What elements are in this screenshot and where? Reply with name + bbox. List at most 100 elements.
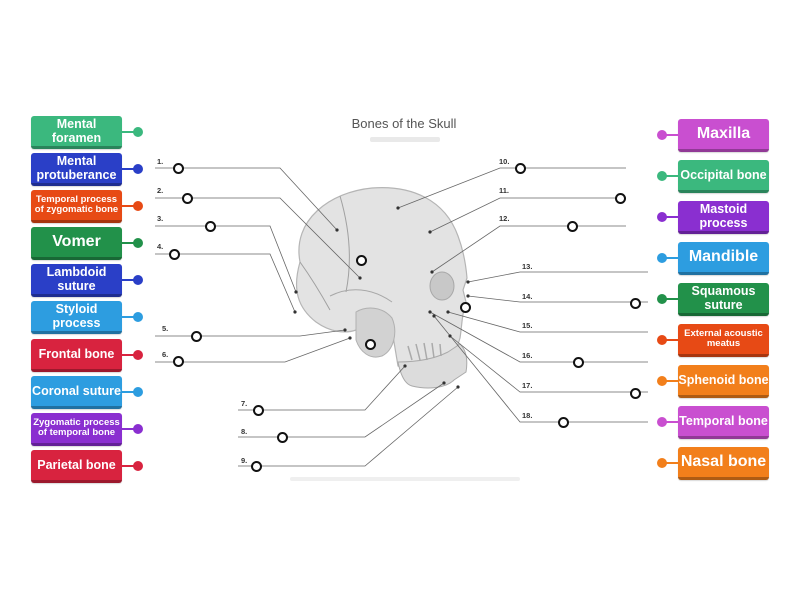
tile-connector <box>665 462 679 464</box>
tile-handle[interactable] <box>657 130 667 140</box>
number-16: 16. <box>522 351 533 360</box>
tile-connector <box>122 428 136 430</box>
tile-handle[interactable] <box>133 201 143 211</box>
tile-coronal-suture[interactable]: Coronal suture <box>31 376 122 409</box>
drop-target-6[interactable] <box>173 356 184 367</box>
tile-handle[interactable] <box>133 275 143 285</box>
tile-handle[interactable] <box>657 335 667 345</box>
tile-handle[interactable] <box>657 253 667 263</box>
tile-nasal-bone[interactable]: Nasal bone <box>678 447 769 480</box>
number-8: 8. <box>241 427 248 436</box>
drop-target-2[interactable] <box>182 193 193 204</box>
tile-handle[interactable] <box>133 461 143 471</box>
tile-connector <box>665 298 679 300</box>
skull-illustration <box>295 187 468 389</box>
drop-target-7[interactable] <box>253 405 264 416</box>
tile-handle[interactable] <box>657 376 667 386</box>
drop-target-13[interactable] <box>356 255 367 266</box>
tile-connector <box>665 175 679 177</box>
number-13: 13. <box>522 262 533 271</box>
number-2: 2. <box>157 186 164 195</box>
tile-connector <box>665 257 679 259</box>
tile-handle[interactable] <box>657 294 667 304</box>
temporal-region-shape <box>355 307 396 358</box>
tile-connector <box>122 131 136 133</box>
tile-temporal-process-zygomatic[interactable]: Temporal process of zygomatic bone <box>31 190 122 223</box>
drop-target-5[interactable] <box>191 331 202 342</box>
tile-handle[interactable] <box>133 238 143 248</box>
number-10: 10. <box>499 157 510 166</box>
number-18: 18. <box>522 411 533 420</box>
tile-connector <box>122 205 136 207</box>
tile-connector <box>665 216 679 218</box>
diagram-subtitle-placeholder <box>370 137 440 142</box>
diagram-title: Bones of the Skull <box>351 116 457 131</box>
tile-vomer[interactable]: Vomer <box>31 227 122 260</box>
drop-target-15[interactable] <box>460 302 471 313</box>
tile-connector <box>122 354 136 356</box>
tile-mandible[interactable]: Mandible <box>678 242 769 275</box>
tile-sphenoid-bone[interactable]: Sphenoid bone <box>678 365 769 398</box>
tile-handle[interactable] <box>657 458 667 468</box>
tile-squamous-suture[interactable]: Squamous suture <box>678 283 769 316</box>
tile-connector <box>122 465 136 467</box>
tile-handle[interactable] <box>657 417 667 427</box>
drop-target-18[interactable] <box>630 388 641 399</box>
tile-mastoid-process[interactable]: Mastoid process <box>678 201 769 234</box>
drop-target-10[interactable] <box>515 163 526 174</box>
squamous-suture-line <box>329 289 393 303</box>
tile-external-acoustic-meatus[interactable]: External acoustic meatus <box>678 324 769 357</box>
drop-target-1[interactable] <box>173 163 184 174</box>
tile-mental-protuberance[interactable]: Mental protuberance <box>31 153 122 186</box>
tile-connector <box>665 421 679 423</box>
number-14: 14. <box>522 292 533 301</box>
tile-connector <box>122 168 136 170</box>
tile-connector <box>122 242 136 244</box>
tile-occipital-bone[interactable]: Occipital bone <box>678 160 769 193</box>
drop-target-4[interactable] <box>169 249 180 260</box>
number-6: 6. <box>162 350 169 359</box>
tile-mental-foramen[interactable]: Mental foramen <box>31 116 122 149</box>
coronal-suture-line <box>339 195 350 293</box>
mandible-shape <box>397 343 468 389</box>
number-1: 1. <box>157 157 164 166</box>
tile-frontal-bone[interactable]: Frontal bone <box>31 339 122 372</box>
tile-handle[interactable] <box>133 127 143 137</box>
image-credit-placeholder <box>290 477 520 481</box>
tile-connector <box>122 316 136 318</box>
drop-target-19[interactable] <box>558 417 569 428</box>
drop-target-17[interactable] <box>573 357 584 368</box>
drop-target-12[interactable] <box>567 221 578 232</box>
tile-handle[interactable] <box>133 350 143 360</box>
number-9: 9. <box>241 456 248 465</box>
tile-handle[interactable] <box>133 312 143 322</box>
tile-connector <box>122 279 136 281</box>
drop-target-11[interactable] <box>615 193 626 204</box>
number-3: 3. <box>157 214 164 223</box>
tile-lambdoid-suture[interactable]: Lambdoid suture <box>31 264 122 297</box>
number-4: 4. <box>157 242 164 251</box>
number-17: 17. <box>522 381 533 390</box>
tile-parietal-bone[interactable]: Parietal bone <box>31 450 122 483</box>
number-5: 5. <box>162 324 169 333</box>
drop-target-9[interactable] <box>251 461 262 472</box>
tile-handle[interactable] <box>133 164 143 174</box>
tile-connector <box>665 380 679 382</box>
tile-maxilla[interactable]: Maxilla <box>678 119 769 152</box>
drop-target-14[interactable] <box>630 298 641 309</box>
drop-target-16[interactable] <box>365 339 376 350</box>
tile-handle[interactable] <box>133 424 143 434</box>
tile-handle[interactable] <box>657 171 667 181</box>
tile-handle[interactable] <box>133 387 143 397</box>
tile-temporal-bone[interactable]: Temporal bone <box>678 406 769 439</box>
tile-connector <box>665 339 679 341</box>
drop-target-3[interactable] <box>205 221 216 232</box>
number-15: 15. <box>522 321 533 330</box>
number-7: 7. <box>241 399 248 408</box>
drop-target-8[interactable] <box>277 432 288 443</box>
tile-connector <box>122 391 136 393</box>
tile-handle[interactable] <box>657 212 667 222</box>
tile-zygomatic-process-temporal[interactable]: Zygomatic process of temporal bone <box>31 413 122 446</box>
tile-styloid-process[interactable]: Styloid process <box>31 301 122 334</box>
